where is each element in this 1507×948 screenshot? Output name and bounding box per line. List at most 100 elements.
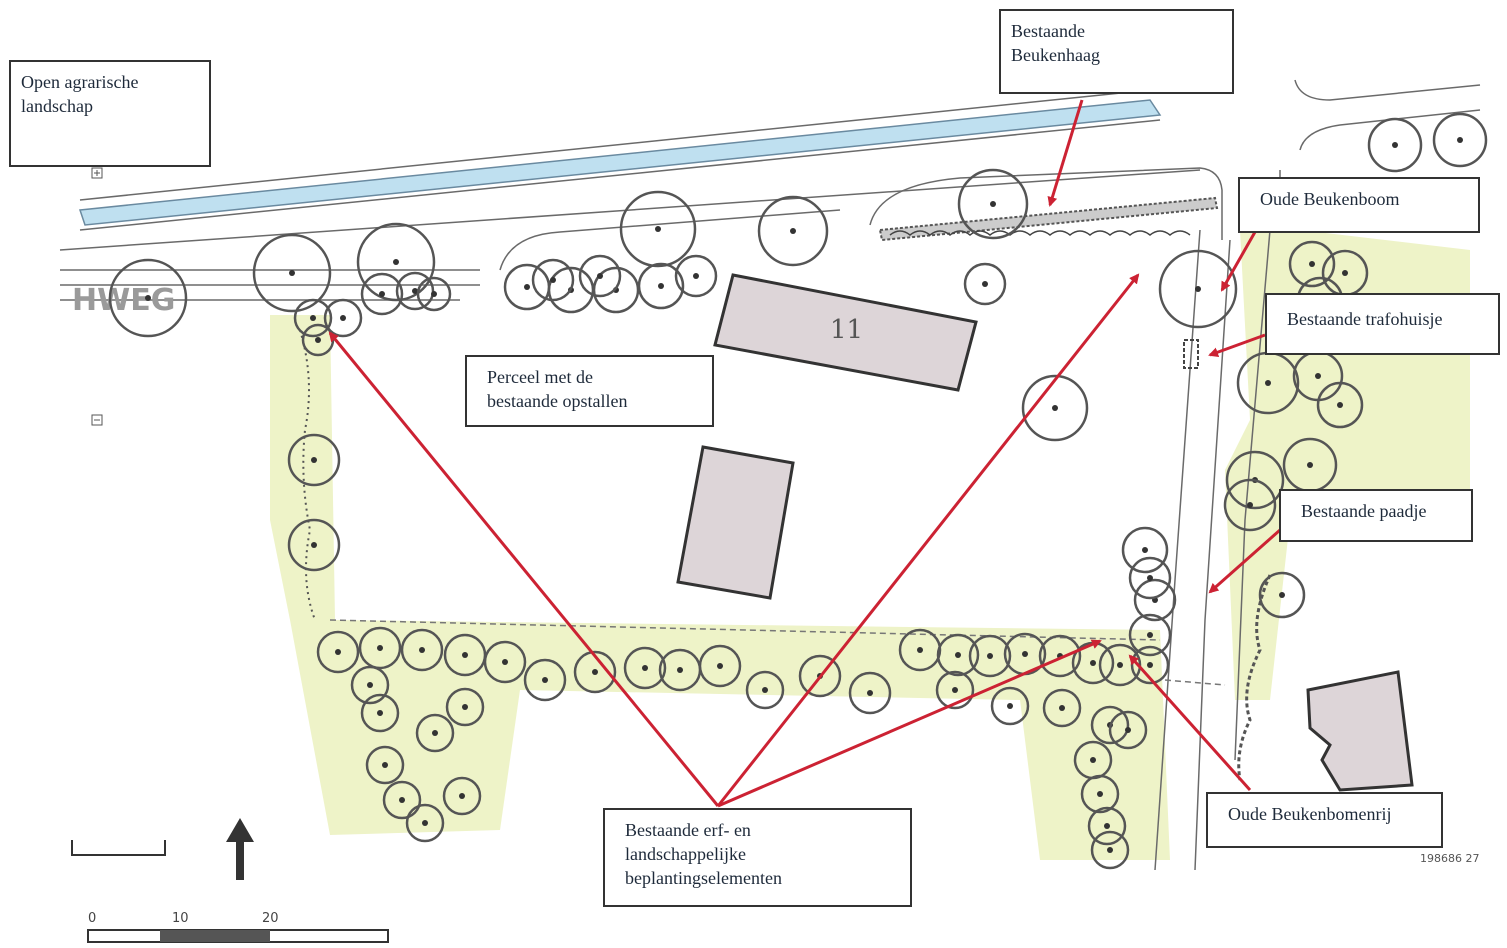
- tree-symbol: [936, 633, 980, 677]
- trees: [108, 112, 1488, 870]
- label-path: Bestaande paadje: [1279, 489, 1473, 542]
- tree-trunk-dot: [382, 762, 388, 768]
- label-line: Bestaande erf- en: [625, 820, 751, 840]
- tree-symbol: [619, 190, 697, 268]
- tree-trunk-dot: [592, 669, 598, 675]
- tree-symbol: [445, 687, 485, 727]
- tree-trunk-dot: [399, 797, 405, 803]
- tree-trunk-dot: [367, 682, 373, 688]
- tree-trunk-dot: [1195, 286, 1201, 292]
- tree-symbol: [1225, 450, 1285, 510]
- label-open-landscape: Open agrarische landschap: [9, 60, 211, 167]
- scale-bar: 0 10 20: [87, 911, 389, 943]
- tree-symbol: [350, 665, 390, 705]
- tree-symbol: [798, 654, 842, 698]
- tree-trunk-dot: [1147, 575, 1153, 581]
- tree-symbol: [592, 266, 640, 314]
- tree-trunk-dot: [431, 291, 437, 297]
- tree-symbol: [674, 254, 718, 298]
- tree-symbol: [252, 233, 332, 313]
- tree-trunk-dot: [145, 295, 151, 301]
- label-line: Bestaande: [1011, 21, 1085, 41]
- tree-trunk-dot: [459, 793, 465, 799]
- tree-symbol: [968, 634, 1012, 678]
- tree-trunk-dot: [1279, 592, 1285, 598]
- tree-trunk-dot: [379, 291, 385, 297]
- tree-trunk-dot: [642, 665, 648, 671]
- tree-trunk-dot: [1052, 405, 1058, 411]
- tree-trunk-dot: [1337, 402, 1343, 408]
- tree-trunk-dot: [315, 337, 321, 343]
- label-line: Bestaande trafohuisje: [1287, 309, 1443, 329]
- tree-trunk-dot: [462, 704, 468, 710]
- label-line: landschap: [21, 96, 93, 116]
- tree-trunk-dot: [952, 687, 958, 693]
- tree-trunk-dot: [1097, 791, 1103, 797]
- zoom-markers: [91, 167, 103, 426]
- tree-symbol: [360, 693, 400, 733]
- label-beech-hedge: Bestaande Beukenhaag: [999, 9, 1234, 94]
- tree-trunk-dot: [412, 288, 418, 294]
- tree-symbol: [573, 650, 617, 694]
- tree-trunk-dot: [419, 647, 425, 653]
- buildings: [676, 273, 1414, 792]
- tree-trunk-dot: [289, 270, 295, 276]
- tree-symbol: [1038, 634, 1082, 678]
- scale-tick-10: 10: [172, 911, 189, 926]
- tree-trunk-dot: [1307, 462, 1313, 468]
- tree-trunk-dot: [1265, 380, 1271, 386]
- second-building: [676, 445, 795, 600]
- street-name: HWEG: [72, 283, 175, 318]
- tree-symbol: [531, 258, 575, 302]
- tree-symbol: [358, 626, 402, 670]
- tree-trunk-dot: [717, 663, 723, 669]
- tree-trunk-dot: [311, 457, 317, 463]
- tree-symbol: [287, 518, 341, 572]
- tree-trunk-dot: [1104, 823, 1110, 829]
- tree-trunk-dot: [1117, 662, 1123, 668]
- tree-trunk-dot: [658, 283, 664, 289]
- tree-trunk-dot: [1147, 632, 1153, 638]
- tree-symbol: [108, 258, 188, 338]
- red-arrows: [328, 99, 1281, 808]
- tree-trunk-dot: [1315, 373, 1321, 379]
- tree-trunk-dot: [432, 730, 438, 736]
- tree-trunk-dot: [790, 228, 796, 234]
- tree-symbol: [523, 658, 567, 702]
- tree-trunk-dot: [1090, 757, 1096, 763]
- tree-symbol: [1090, 705, 1130, 745]
- tree-trunk-dot: [1107, 847, 1113, 853]
- tree-trunk-dot: [987, 653, 993, 659]
- tree-trunk-dot: [542, 677, 548, 683]
- drawing-code: 198686 27: [1420, 852, 1480, 865]
- tree-trunk-dot: [1142, 547, 1148, 553]
- tree-symbol: [287, 433, 341, 487]
- label-line: Oude Beukenbomenrij: [1228, 804, 1392, 824]
- tree-symbol: [395, 271, 435, 311]
- tree-trunk-dot: [1022, 651, 1028, 657]
- tree-symbol: [1128, 556, 1172, 600]
- transformer-house: [1183, 339, 1199, 369]
- scale-tick-0: 0: [88, 911, 96, 926]
- beech-hedge: [878, 196, 1219, 242]
- label-transformer-house: Bestaande trafohuisje: [1265, 293, 1500, 355]
- label-line: Open agrarische: [21, 72, 139, 92]
- tree-symbol: [316, 630, 360, 674]
- tree-symbol: [935, 670, 975, 710]
- label-planting-elements: Bestaande erf- en landschappelijke bepla…: [603, 808, 912, 907]
- label-line: landschappelijke: [625, 844, 746, 864]
- tree-trunk-dot: [762, 687, 768, 693]
- tree-symbol: [623, 646, 667, 690]
- tree-symbol: [990, 686, 1030, 726]
- tree-symbol: [1087, 806, 1127, 846]
- water-ditch: [78, 99, 1162, 226]
- tree-trunk-dot: [1090, 660, 1096, 666]
- tree-trunk-dot: [1007, 703, 1013, 709]
- tree-symbol: [323, 298, 363, 338]
- left-hedge-scribble: [299, 329, 316, 621]
- tree-symbol: [1133, 578, 1177, 622]
- tree-trunk-dot: [955, 652, 961, 658]
- tree-symbol: [1258, 571, 1306, 619]
- tree-symbol: [415, 713, 455, 753]
- tree-symbol: [365, 745, 405, 785]
